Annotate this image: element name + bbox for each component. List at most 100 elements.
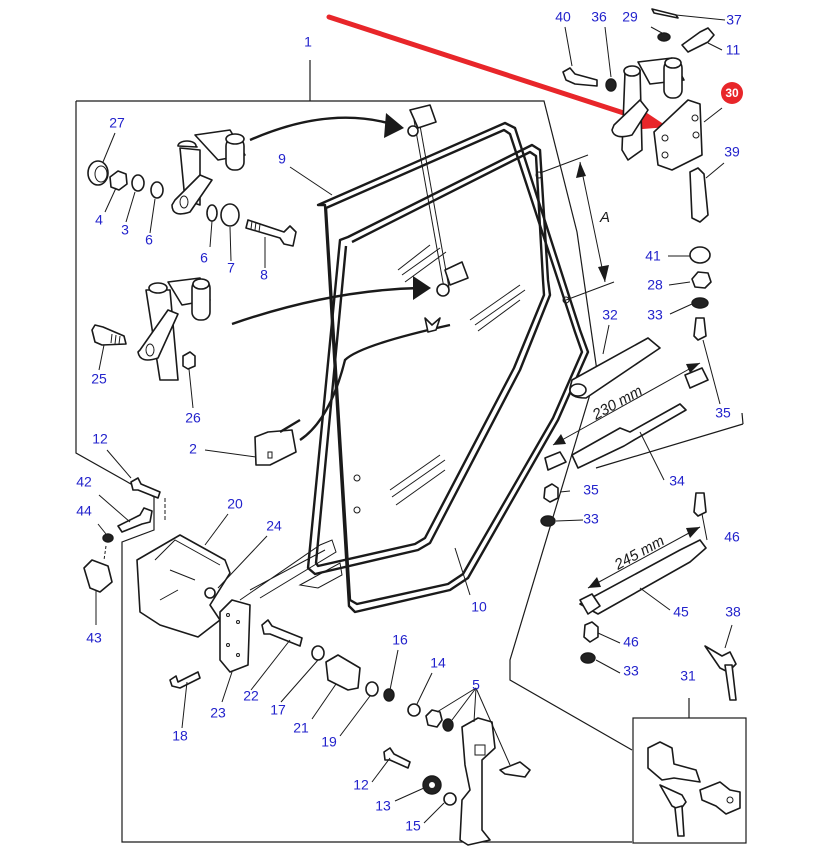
callout-13[interactable]: 13	[375, 798, 391, 814]
callout-15[interactable]: 15	[405, 818, 421, 834]
callout-39[interactable]: 39	[724, 144, 740, 160]
callout-31[interactable]: 31	[680, 668, 696, 684]
washer-33a	[691, 297, 709, 309]
right-hinge-group	[562, 8, 715, 341]
callout-19[interactable]: 19	[321, 734, 337, 750]
bolt-11	[681, 27, 715, 53]
callout-6[interactable]: 6	[145, 232, 153, 248]
callout-46-b[interactable]: 46	[623, 634, 639, 650]
eye-35-lower	[544, 451, 567, 471]
washer-29	[657, 32, 671, 42]
upper-hinge-left	[87, 129, 297, 247]
washer-36	[605, 78, 617, 92]
callout-20[interactable]: 20	[227, 496, 243, 512]
lock-set-31	[647, 741, 741, 837]
buffer-41	[689, 246, 711, 264]
callout-44[interactable]: 44	[76, 503, 92, 519]
callout-7[interactable]: 7	[227, 260, 235, 276]
lock-23	[219, 539, 343, 673]
pin-39	[689, 167, 709, 223]
callout-33-b[interactable]: 33	[583, 511, 599, 527]
plate-43	[83, 559, 113, 593]
callout-3[interactable]: 3	[121, 222, 129, 238]
callout-2[interactable]: 2	[189, 441, 197, 457]
washer-5	[442, 718, 454, 732]
leader-lines	[95, 14, 733, 824]
callout-4[interactable]: 4	[95, 212, 103, 228]
callout-46[interactable]: 46	[724, 529, 740, 545]
strut-45-group: 245 mm	[579, 492, 707, 664]
callout-34[interactable]: 34	[669, 473, 685, 489]
bolt-12b	[383, 747, 411, 769]
assembly-frame	[75, 60, 747, 844]
callout-21[interactable]: 21	[293, 720, 309, 736]
callout-43[interactable]: 43	[86, 630, 102, 646]
keys-38	[704, 645, 737, 701]
callout-26[interactable]: 26	[185, 410, 201, 426]
washer-3	[131, 174, 145, 192]
callout-32[interactable]: 32	[602, 307, 618, 323]
callout-30-badge[interactable]: 30	[721, 82, 743, 104]
callout-40[interactable]: 40	[555, 9, 571, 25]
stud-46b	[583, 621, 599, 643]
strut-34-group: 230 mm	[540, 337, 709, 527]
highlight-badge	[721, 82, 743, 104]
callout-35[interactable]: 35	[715, 405, 731, 421]
callout-36[interactable]: 36	[591, 9, 607, 25]
washer-44	[102, 533, 114, 543]
washer-15	[443, 792, 457, 806]
nut-5	[425, 709, 443, 728]
nut-28	[691, 271, 712, 289]
callout-17[interactable]: 17	[270, 702, 286, 718]
callout-27[interactable]: 27	[109, 115, 125, 131]
callout-11[interactable]: 11	[726, 42, 741, 58]
washer-16	[383, 688, 395, 702]
callout-37[interactable]: 37	[726, 12, 742, 28]
strut-34	[571, 403, 687, 469]
bolt-22	[261, 619, 303, 647]
callout-16[interactable]: 16	[392, 632, 408, 648]
callout-33-c[interactable]: 33	[623, 663, 639, 679]
callout-30[interactable]: 30	[725, 86, 739, 100]
callout-10[interactable]: 10	[471, 599, 487, 615]
left-lower-parts	[83, 477, 166, 593]
bolt-8	[245, 219, 297, 247]
callout-42[interactable]: 42	[76, 474, 92, 490]
callout-41[interactable]: 41	[645, 248, 661, 264]
callout-22[interactable]: 22	[243, 688, 259, 704]
callout-6-b[interactable]: 6	[200, 250, 208, 266]
washer-33c	[580, 652, 596, 664]
key-5	[499, 761, 531, 778]
washer-33b	[540, 515, 556, 527]
callout-14[interactable]: 14	[430, 655, 446, 671]
striker-2	[254, 418, 301, 466]
bush-7	[220, 203, 240, 227]
dimension-a-label: A	[599, 209, 610, 226]
frame-left-edge	[75, 101, 632, 843]
bolt-42	[117, 507, 153, 533]
bolt-40	[562, 67, 598, 87]
assembly-arrows	[231, 113, 431, 326]
callout-12-b[interactable]: 12	[353, 777, 369, 793]
callout-38[interactable]: 38	[725, 604, 741, 620]
callout-1[interactable]: 1	[304, 34, 312, 50]
stud-35b	[543, 483, 559, 503]
callout-35-b[interactable]: 35	[583, 482, 599, 498]
callout-23[interactable]: 23	[210, 705, 226, 721]
hinge-leaf-30	[653, 99, 703, 171]
callout-8[interactable]: 8	[260, 267, 268, 283]
callout-12[interactable]: 12	[92, 431, 108, 447]
bolt-12a	[130, 477, 161, 499]
callout-5[interactable]: 5	[472, 677, 480, 693]
callout-24[interactable]: 24	[266, 518, 282, 534]
callout-29[interactable]: 29	[622, 9, 638, 25]
callout-45[interactable]: 45	[673, 604, 689, 620]
callout-9[interactable]: 9	[278, 151, 286, 167]
washer-17	[311, 645, 325, 661]
pin-37	[651, 8, 679, 19]
callout-25[interactable]: 25	[91, 371, 107, 387]
callout-18[interactable]: 18	[172, 728, 188, 744]
washer-6b	[206, 204, 218, 222]
callout-28[interactable]: 28	[647, 277, 663, 293]
callout-33[interactable]: 33	[647, 307, 663, 323]
